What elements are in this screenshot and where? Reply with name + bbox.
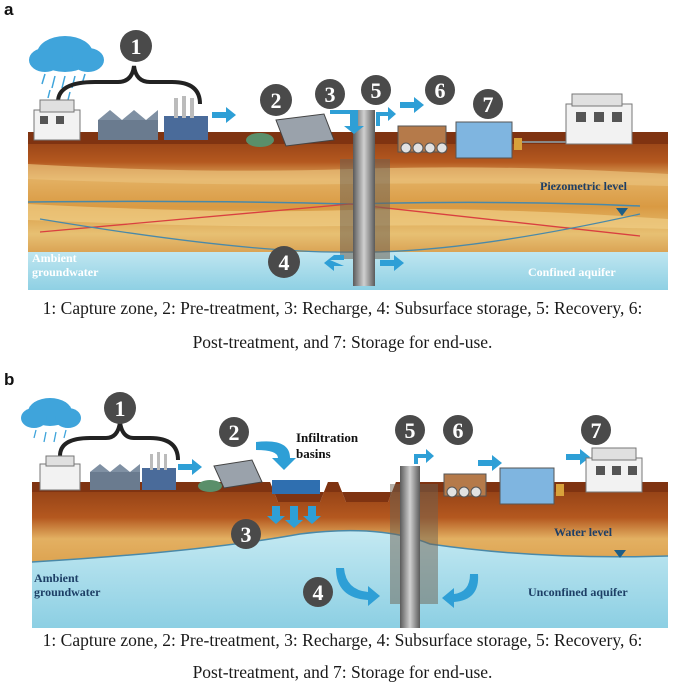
piezometric-level-label: Piezometric level (540, 179, 628, 193)
panel-b-caption-line2: Post-treatment, and 7: Storage for end-u… (192, 662, 493, 682)
ambient-groundwater-label-2: groundwater (34, 585, 101, 599)
storage-tank-icon (455, 121, 570, 159)
house-icon (33, 99, 81, 141)
pretreatment-unit-icon (246, 113, 335, 147)
confined-aquifer-label: Confined aquifer (528, 265, 616, 279)
panel-a-diagram: 1 2 3 4 5 6 7 Piezometric level Ambient … (27, 30, 668, 290)
panel-b-caption-line1: 1: Capture zone, 2: Pre-treatment, 3: Re… (42, 630, 643, 650)
panel-a-letter: a (4, 0, 14, 19)
water-level-marker-icon (616, 208, 628, 216)
factory-icon (90, 464, 140, 490)
step-badge-5: 5 (371, 78, 382, 103)
panel-a-caption-line1: 1: Capture zone, 2: Pre-treatment, 3: Re… (42, 298, 643, 318)
step-badge-2: 2 (271, 88, 282, 113)
step-badge-6: 6 (435, 78, 446, 103)
step-badge-4: 4 (279, 250, 290, 275)
recovery-well (400, 466, 420, 628)
factory-icon (98, 110, 158, 140)
ambient-groundwater-label-1: Ambient (32, 251, 77, 265)
water-level-label: Water level (554, 525, 613, 539)
unconfined-aquifer-label: Unconfined aquifer (528, 585, 628, 599)
house-icon (39, 455, 81, 491)
step-badge-6: 6 (453, 418, 464, 443)
water-level-marker-icon (614, 550, 626, 558)
flow-arrow-icon (178, 441, 590, 608)
capture-zone-brace (58, 421, 180, 461)
step-badge-7: 7 (483, 92, 494, 117)
industrial-plant-icon (142, 452, 176, 490)
step-badge-4: 4 (313, 580, 324, 605)
infiltration-basins-label-2: basins (296, 446, 331, 461)
panel-a-caption-line2: Post-treatment, and 7: Storage for end-u… (192, 332, 493, 352)
injection-well (353, 110, 375, 286)
step-badge-7: 7 (591, 418, 602, 443)
water-table-line (31, 529, 669, 563)
step-badge-5: 5 (405, 418, 416, 443)
step-badge-1: 1 (131, 34, 142, 59)
aquifer-water (32, 530, 668, 628)
rain-cloud-icon (21, 398, 81, 443)
flow-arrow-icon (212, 97, 424, 271)
infiltration-basin (272, 480, 320, 494)
pretreatment-unit-icon (198, 459, 263, 492)
step-badge-2: 2 (229, 420, 240, 445)
house-icon-right (565, 93, 633, 145)
panel-b-diagram: 1 2 3 4 5 6 7 Infiltration basins Water … (21, 392, 669, 628)
capture-zone-brace (56, 65, 202, 105)
step-badge-3: 3 (241, 522, 252, 547)
ambient-groundwater-label-1: Ambient (34, 571, 79, 585)
post-treatment-unit-icon (443, 473, 487, 498)
industrial-plant-icon (164, 96, 208, 140)
step-badge-3: 3 (325, 82, 336, 107)
infiltration-basins-label-1: Infiltration (296, 430, 359, 445)
storage-tank-icon (499, 467, 564, 505)
panel-b-letter: b (4, 370, 15, 389)
house-icon-right (585, 447, 643, 493)
step-badge-1: 1 (115, 396, 126, 421)
ambient-groundwater-label-2: groundwater (32, 265, 99, 279)
post-treatment-unit-icon (397, 125, 448, 154)
rain-cloud-icon (29, 36, 104, 101)
